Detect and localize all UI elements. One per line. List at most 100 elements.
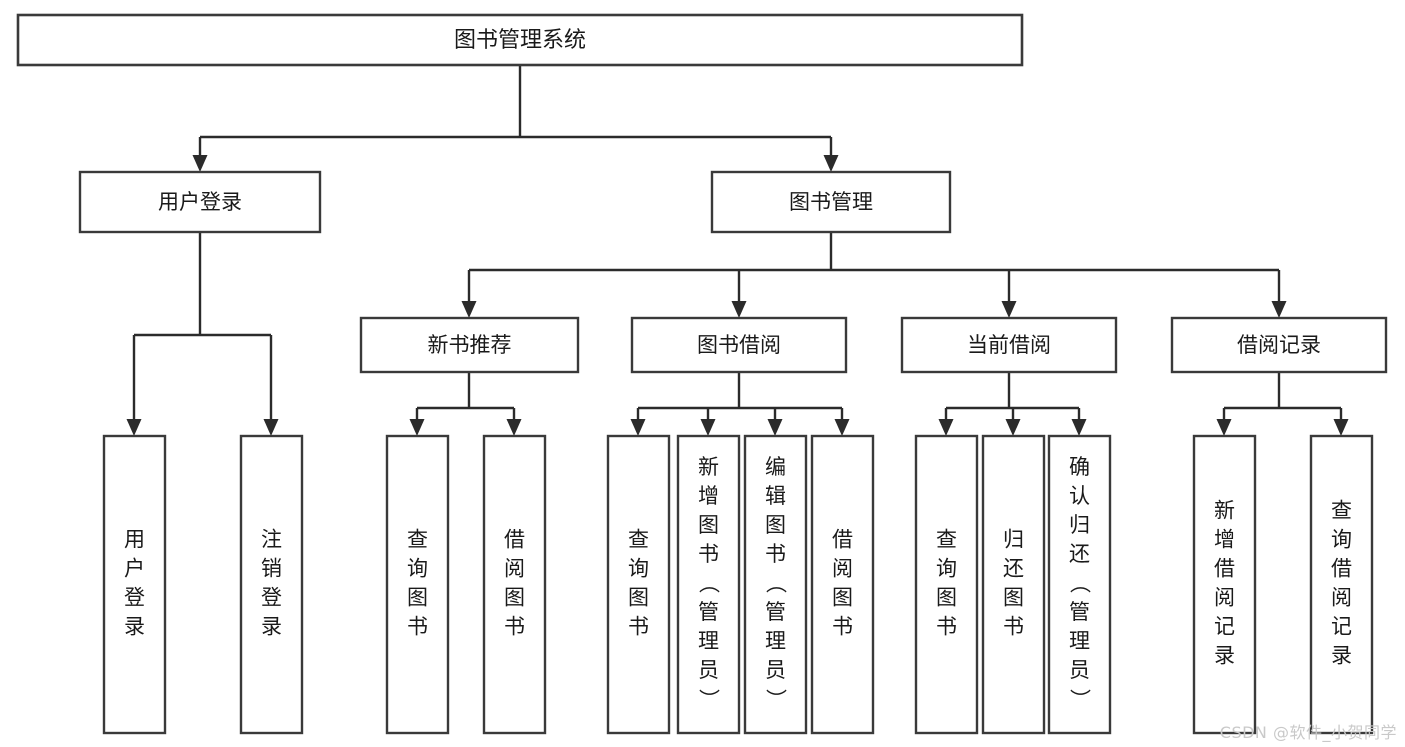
leaf-char: 查 <box>936 528 957 552</box>
leaf-char: 查 <box>407 528 428 552</box>
leaf-leaf-query-book-3-box[interactable] <box>914 434 979 735</box>
leaf-char: 确 <box>1069 455 1090 479</box>
arrow-book-mgmt-drop-0 <box>461 301 477 318</box>
leaf-char: 书 <box>698 542 719 566</box>
leaf-char: 销 <box>261 557 282 581</box>
leaf-char: 图 <box>765 513 786 537</box>
node-book-borrow-box[interactable] <box>630 316 848 374</box>
leaf-leaf-query-book-2-box[interactable] <box>606 434 671 735</box>
arrow-root-drop-0 <box>192 155 208 172</box>
node-borrow-record-box[interactable] <box>1170 316 1388 374</box>
leaf-leaf-borrow-book-2-box[interactable] <box>810 434 875 735</box>
arrow-group-drop-4 <box>767 419 783 436</box>
arrow-user-login-drop-1 <box>263 419 279 436</box>
node-borrow-record-label: 借阅记录 <box>1237 333 1321 357</box>
node-root-label: 图书管理系统 <box>454 28 586 53</box>
leaf-char: 图 <box>832 586 853 610</box>
arrow-group-drop-2 <box>630 419 646 436</box>
leaf-char: 归 <box>1069 513 1090 537</box>
leaf-char: 录 <box>124 615 145 639</box>
leaf-leaf-return-book-box[interactable] <box>981 434 1046 735</box>
node-user-login-box[interactable] <box>78 170 322 234</box>
leaf-char: 录 <box>261 615 282 639</box>
arrow-group-drop-0 <box>409 419 425 436</box>
leaf-char: 借 <box>504 528 525 552</box>
leaf-char: 辑 <box>765 484 786 508</box>
leaf-char: 理 <box>698 629 719 653</box>
leaf-char: ） <box>697 689 721 710</box>
leaf-leaf-query-record-box[interactable] <box>1309 434 1374 735</box>
leaf-char: 书 <box>936 615 957 639</box>
leaf-char: 用 <box>124 528 145 552</box>
leaf-char: 还 <box>1069 542 1090 566</box>
node-book-borrow-label: 图书借阅 <box>697 333 781 357</box>
leaf-char: 询 <box>1331 528 1352 552</box>
leaf-char: 录 <box>1214 644 1235 668</box>
leaf-char: 登 <box>261 586 282 610</box>
leaf-leaf-user-login-box[interactable] <box>102 434 167 735</box>
arrow-group-drop-9 <box>1216 419 1232 436</box>
leaf-char: （ <box>764 573 788 594</box>
leaf-leaf-edit-book-box[interactable] <box>743 434 808 735</box>
arrow-group-drop-6 <box>938 419 954 436</box>
leaf-leaf-add-book-box[interactable] <box>676 434 741 735</box>
leaf-char: 新 <box>1214 499 1235 523</box>
leaf-char: （ <box>697 573 721 594</box>
leaf-char: （ <box>1068 573 1092 594</box>
arrow-root-drop-1 <box>823 155 839 172</box>
leaf-char: 增 <box>698 484 719 508</box>
leaf-char: 登 <box>124 586 145 610</box>
leaf-char: 注 <box>261 528 282 552</box>
leaf-char: 编 <box>765 455 786 479</box>
leaf-char: 阅 <box>1331 586 1352 610</box>
leaf-char: 员 <box>698 658 719 682</box>
leaf-char: ） <box>764 689 788 710</box>
leaf-char: 还 <box>1003 557 1024 581</box>
leaf-char: 书 <box>765 542 786 566</box>
leaf-char: 阅 <box>1214 586 1235 610</box>
node-root-box[interactable] <box>16 13 1024 67</box>
node-current-borrow-label: 当前借阅 <box>967 333 1051 357</box>
leaf-leaf-query-book-1-box[interactable] <box>385 434 450 735</box>
leaf-char: 认 <box>1069 484 1090 508</box>
arrow-book-mgmt-drop-2 <box>1001 301 1017 318</box>
leaf-char: 查 <box>1331 499 1352 523</box>
leaf-char: 员 <box>1069 658 1090 682</box>
arrow-group-drop-8 <box>1071 419 1087 436</box>
leaf-char: 借 <box>1331 557 1352 581</box>
node-new-book-recommend-box[interactable] <box>359 316 580 374</box>
node-book-management-box[interactable] <box>710 170 952 234</box>
csdn-watermark: CSDN @软件_小贺同学 <box>1219 723 1397 742</box>
leaf-leaf-borrow-book-1-box[interactable] <box>482 434 547 735</box>
leaf-char: 户 <box>124 557 145 581</box>
leaf-char: 管 <box>765 600 786 624</box>
node-current-borrow-box[interactable] <box>900 316 1118 374</box>
leaf-char: 询 <box>936 557 957 581</box>
leaf-char: 图 <box>628 586 649 610</box>
leaf-leaf-confirm-return-box[interactable] <box>1047 434 1112 735</box>
leaf-char: ） <box>1068 689 1092 710</box>
leaf-char: 阅 <box>504 557 525 581</box>
node-new-book-recommend-label: 新书推荐 <box>428 333 512 357</box>
leaf-char: 管 <box>1069 600 1090 624</box>
leaf-char: 查 <box>628 528 649 552</box>
leaf-char: 书 <box>1003 615 1024 639</box>
leaf-leaf-logout-box[interactable] <box>239 434 304 735</box>
leaf-char: 阅 <box>832 557 853 581</box>
leaf-char: 询 <box>628 557 649 581</box>
arrow-book-mgmt-drop-1 <box>731 301 747 318</box>
arrow-book-mgmt-drop-3 <box>1271 301 1287 318</box>
node-user-login-label: 用户登录 <box>158 190 242 214</box>
leaf-leaf-add-record-box[interactable] <box>1192 434 1257 735</box>
